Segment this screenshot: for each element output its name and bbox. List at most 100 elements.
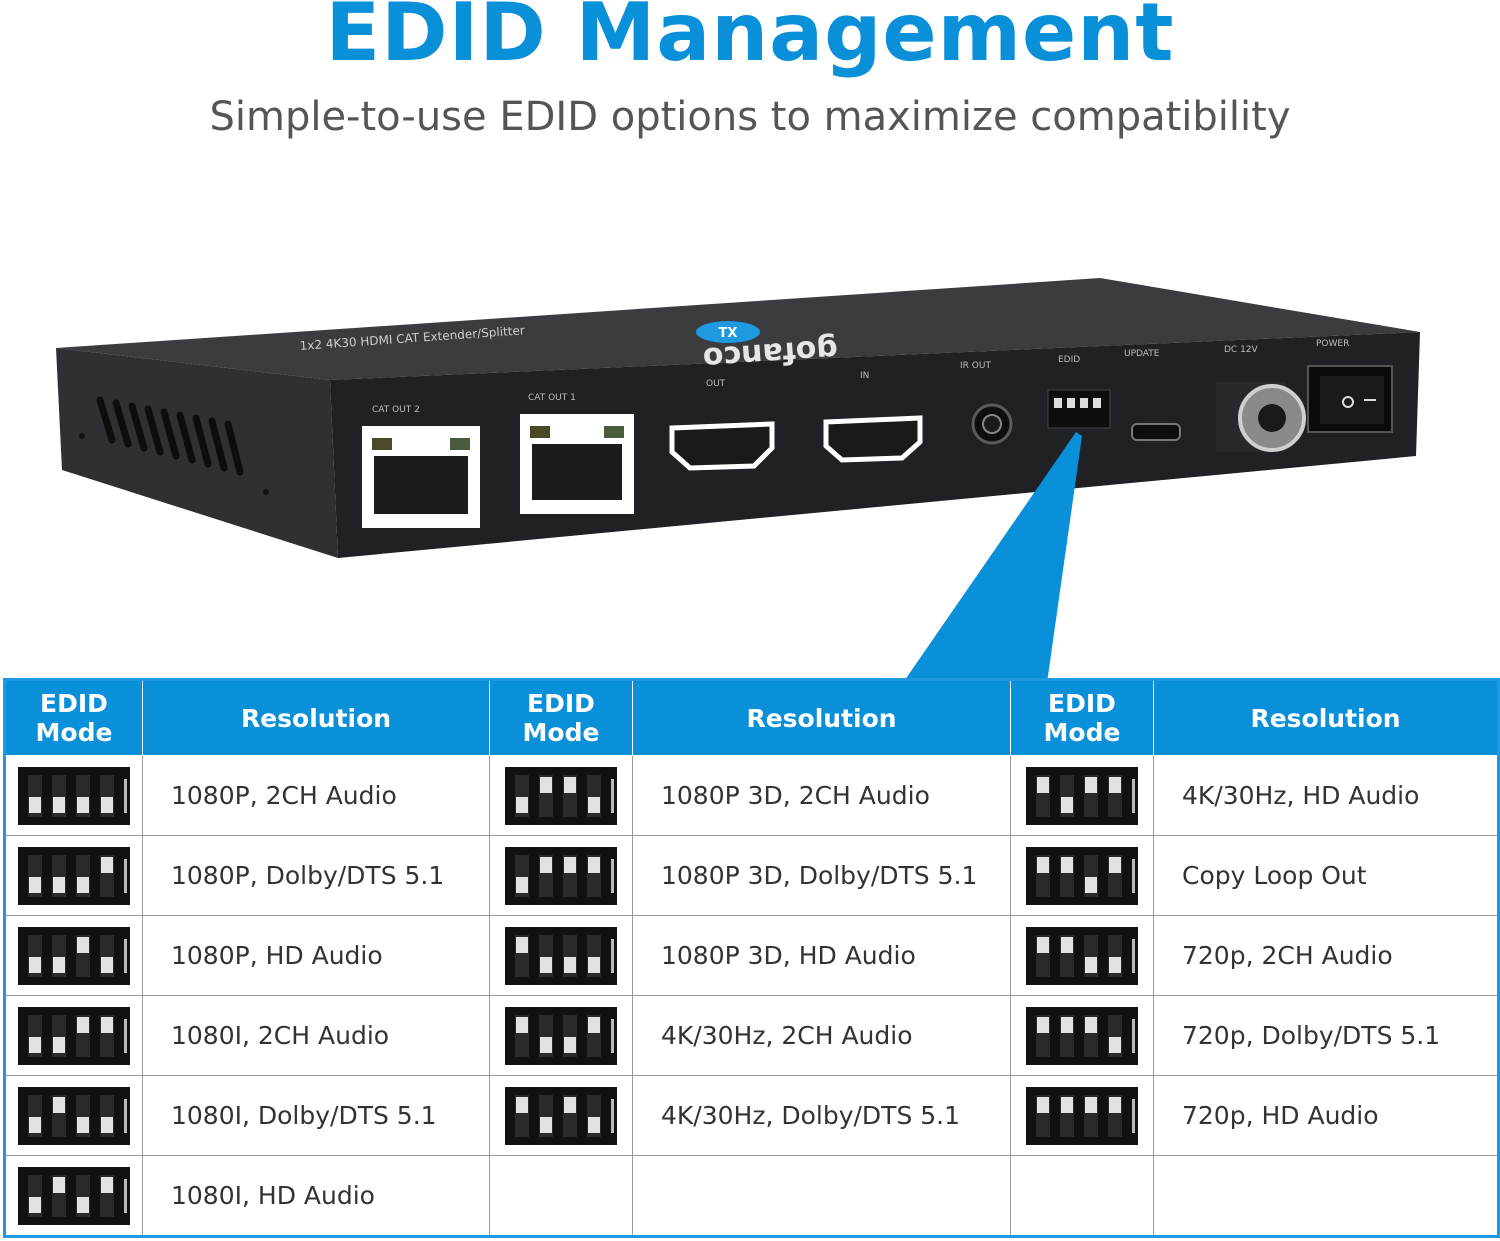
port-label-edid: EDID <box>1058 355 1080 365</box>
resolution-text: 1080P, 2CH Audio <box>171 781 397 810</box>
dip-switch-lever <box>564 1036 576 1053</box>
edid-mode-cell <box>4 995 143 1076</box>
resolution-text: 4K/30Hz, Dolby/DTS 5.1 <box>661 1101 961 1130</box>
dip-switch-marker <box>124 1018 127 1053</box>
port-label-ir-out: IR OUT <box>960 361 991 371</box>
dip-switch-marker <box>124 938 127 973</box>
dip-switch-lever <box>588 856 600 873</box>
dip-switch-marker <box>611 1098 614 1133</box>
edid-mode-cell <box>4 1075 143 1156</box>
ir-out-jack[interactable] <box>971 403 1013 445</box>
resolution-cell: 1080I, 2CH Audio <box>142 995 490 1076</box>
dip-switch-lever <box>540 1036 552 1053</box>
resolution-cell: 1080P 3D, HD Audio <box>632 915 1011 996</box>
dip-switch-lever <box>29 1196 41 1213</box>
resolution-text: 1080P 3D, 2CH Audio <box>661 781 930 810</box>
dip-switch-lever <box>588 1116 600 1133</box>
dip-switch-lever <box>53 1176 65 1193</box>
dip-switch-lever <box>1061 856 1073 873</box>
dip-switch-lever <box>29 956 41 973</box>
resolution-text: 4K/30Hz, HD Audio <box>1182 781 1420 810</box>
dip-switch-lever <box>29 876 41 893</box>
dip-switch-lever <box>1037 776 1049 793</box>
dip-switch-lever <box>1085 956 1097 973</box>
header-resolution-1: Resolution <box>142 679 490 756</box>
dip-switch-lever <box>77 876 89 893</box>
edid-mode-cell <box>1010 1075 1154 1156</box>
dip-switch-lever <box>1085 1016 1097 1033</box>
hdmi-out-port[interactable] <box>669 421 775 471</box>
dip-switch-lever <box>1061 936 1073 953</box>
table-header-row: EDID Mode Resolution EDID Mode Resolutio… <box>4 679 1499 756</box>
edid-mode-cell <box>489 835 633 916</box>
dip-switch-lever <box>588 956 600 973</box>
dip-switch-lever <box>29 796 41 813</box>
dip-switch-lever <box>1061 1016 1073 1033</box>
dip-switch-icon <box>1026 846 1138 905</box>
tx-badge <box>696 321 760 343</box>
dip-switch-lever <box>540 956 552 973</box>
dip-switch-lever <box>588 1016 600 1033</box>
dip-switch-icon <box>18 846 130 905</box>
dip-switch-marker <box>611 778 614 813</box>
edid-mode-table-container: EDID Mode Resolution EDID Mode Resolutio… <box>3 678 1500 1238</box>
dip-switch-lever <box>29 1036 41 1053</box>
resolution-cell: 720p, Dolby/DTS 5.1 <box>1153 995 1499 1076</box>
dip-switch-lever <box>516 796 528 813</box>
dip-switch-marker <box>1132 778 1135 813</box>
dip-switch-lever <box>540 856 552 873</box>
dip-switch-lever <box>1061 796 1073 813</box>
resolution-cell: 4K/30Hz, 2CH Audio <box>632 995 1011 1076</box>
dip-switch-lever <box>588 796 600 813</box>
dip-switch-lever <box>101 796 113 813</box>
edid-mode-cell <box>4 835 143 916</box>
hdmi-in-port[interactable] <box>823 415 923 463</box>
cat-out-1-port[interactable] <box>520 414 634 514</box>
resolution-cell <box>632 1155 1011 1237</box>
resolution-text: 1080I, Dolby/DTS 5.1 <box>171 1101 437 1130</box>
dip-switch-lever <box>1085 876 1097 893</box>
resolution-cell: 1080P 3D, Dolby/DTS 5.1 <box>632 835 1011 916</box>
dip-switch-marker <box>611 938 614 973</box>
edid-mode-cell <box>489 915 633 996</box>
edid-dip-switch[interactable] <box>1047 389 1111 429</box>
dip-switch-icon <box>505 846 617 905</box>
dip-switch-lever <box>516 876 528 893</box>
edid-mode-table: EDID Mode Resolution EDID Mode Resolutio… <box>3 678 1500 1238</box>
dip-switch-lever <box>516 1096 528 1113</box>
dip-switch-lever <box>1037 856 1049 873</box>
power-switch[interactable] <box>1307 365 1393 433</box>
dip-switch-marker <box>124 1178 127 1213</box>
dip-switch-lever <box>101 1176 113 1193</box>
resolution-cell: 720p, HD Audio <box>1153 1075 1499 1156</box>
port-label-dc-12v: DC 12V <box>1224 345 1259 355</box>
edid-mode-cell <box>489 1075 633 1156</box>
update-usb-port[interactable] <box>1131 423 1181 441</box>
dip-switch-icon <box>18 766 130 825</box>
dip-switch-lever <box>564 1096 576 1113</box>
dip-switch-lever <box>53 796 65 813</box>
dip-switch-lever <box>77 936 89 953</box>
dip-switch-lever <box>540 776 552 793</box>
header-edid-mode-2: EDID Mode <box>489 679 633 756</box>
dc-12v-jack[interactable] <box>1216 382 1306 452</box>
dip-switch-icon <box>505 766 617 825</box>
cat-out-2-port[interactable] <box>362 426 480 528</box>
resolution-cell: Copy Loop Out <box>1153 835 1499 916</box>
dip-switch-lever <box>564 956 576 973</box>
table-row: 1080I, 2CH Audio 4K/30Hz, 2CH Audio 720p, … <box>4 995 1499 1076</box>
extender-device-illustration: TX gofanco 1x2 4K30 HDMI CAT Extender/Sp… <box>56 278 1420 558</box>
resolution-cell <box>1153 1155 1499 1237</box>
dip-switch-lever <box>1037 1016 1049 1033</box>
dip-switch-marker <box>124 1098 127 1133</box>
dip-switch-lever <box>1109 1096 1121 1113</box>
dip-switch-icon <box>505 1086 617 1145</box>
tx-badge-label: TX <box>719 326 738 341</box>
dip-switch-marker <box>1132 858 1135 893</box>
header-resolution-3: Resolution <box>1153 679 1499 756</box>
dip-switch-lever <box>77 1116 89 1133</box>
dip-switch-lever <box>540 1116 552 1133</box>
dip-switch-icon <box>18 1006 130 1065</box>
